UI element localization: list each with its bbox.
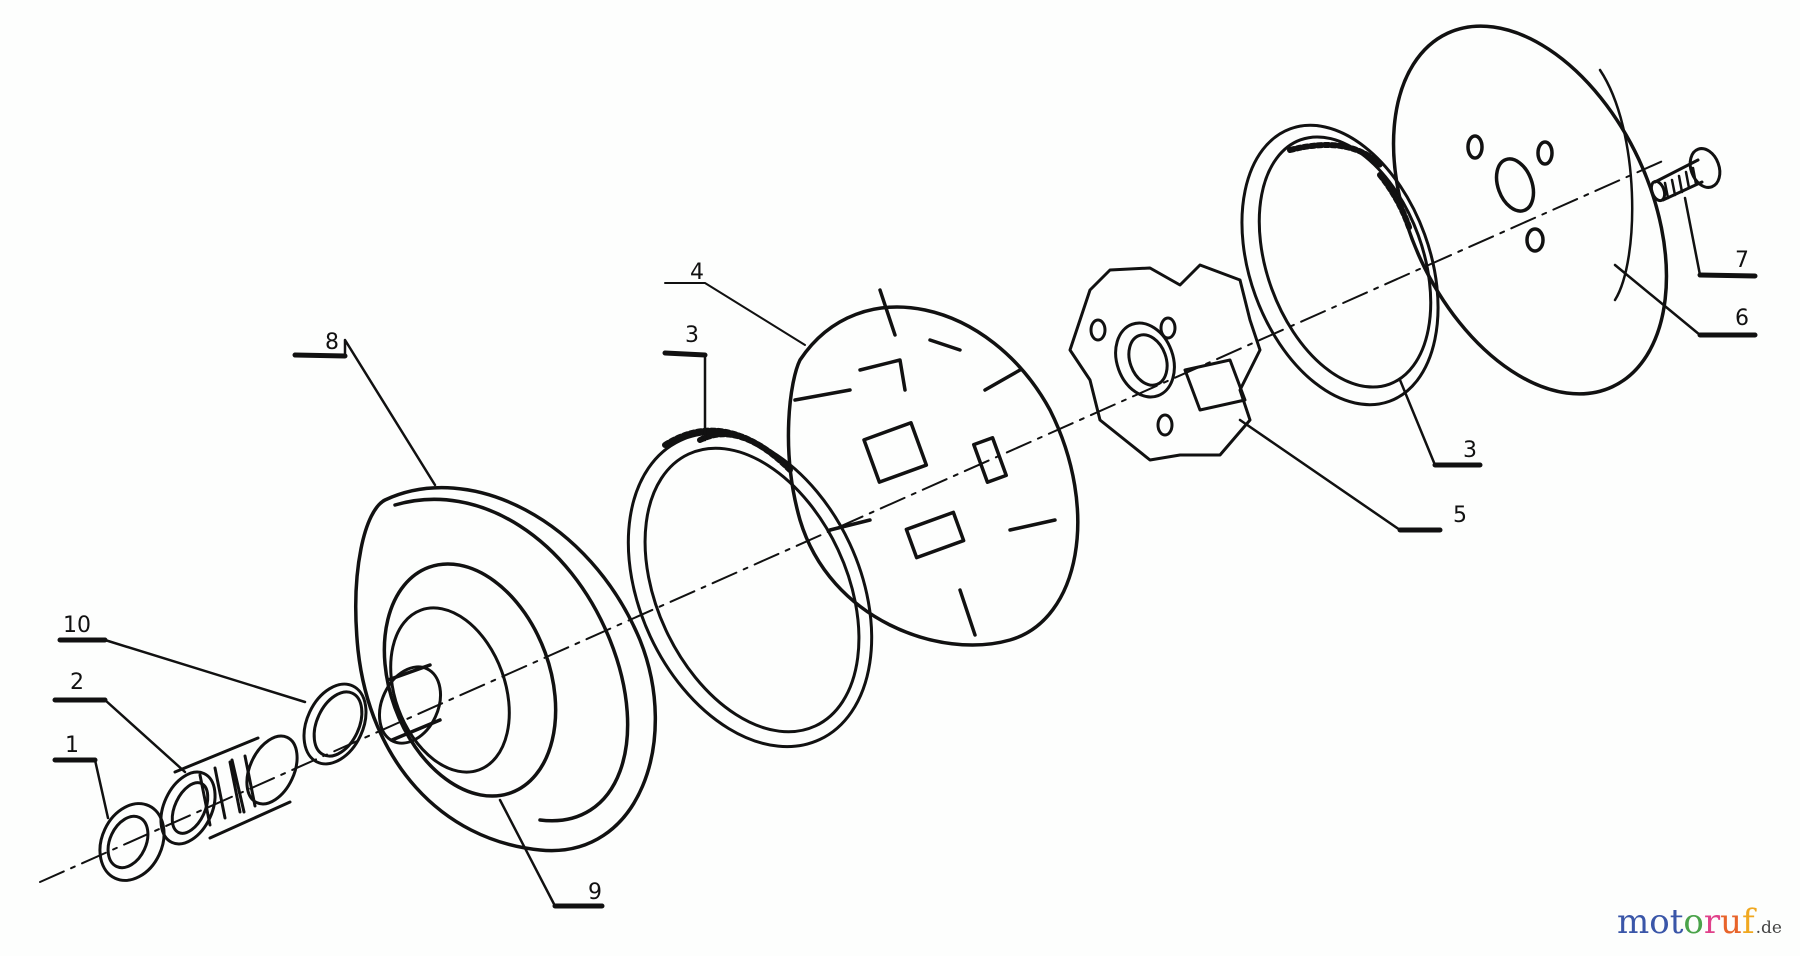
callout-2: 2 <box>70 670 84 695</box>
callout-7: 7 <box>1735 248 1749 273</box>
callout-6: 6 <box>1735 306 1749 331</box>
logo-letter: o <box>1649 902 1670 942</box>
part-8-clutch-drum <box>354 485 658 853</box>
motoruf-logo: motoruf.de <box>1617 902 1782 942</box>
callout-10: 10 <box>63 613 91 638</box>
axis-centerline <box>39 159 1666 883</box>
logo-letter: f <box>1742 902 1755 942</box>
logo-tld: .de <box>1755 918 1782 938</box>
part-10-circlip <box>302 682 368 766</box>
part-6-cover-plate <box>1391 24 1669 396</box>
part-2-needle-bearing <box>159 734 299 846</box>
part-3-spring-ring-right <box>1240 123 1440 407</box>
callout-8: 8 <box>325 330 339 355</box>
logo-letter: u <box>1720 902 1743 942</box>
callout-1: 1 <box>65 733 79 758</box>
logo-letter: r <box>1703 902 1721 942</box>
logo-letter: m <box>1616 902 1650 942</box>
part-1-washer <box>98 802 166 882</box>
part-5-hub <box>1068 263 1262 462</box>
logo-letter: o <box>1683 902 1704 942</box>
callout-3-left: 3 <box>685 323 699 348</box>
callout-9: 9 <box>588 880 602 905</box>
callout-4: 4 <box>690 260 704 285</box>
part-7-screw <box>1649 147 1722 203</box>
leader-lines <box>53 196 1757 908</box>
logo-letter: t <box>1669 902 1684 942</box>
callout-3-right: 3 <box>1463 438 1477 463</box>
part-3-spring-ring-left <box>626 427 874 749</box>
part-4-clutch-shoes <box>786 288 1080 647</box>
leader-underlines <box>52 272 1758 909</box>
callout-5: 5 <box>1453 503 1467 528</box>
